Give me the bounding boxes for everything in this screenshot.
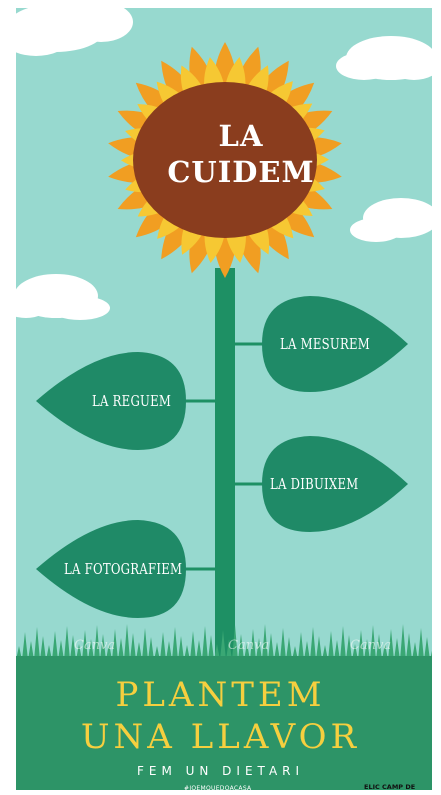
hashtag: #JOEMQUEDOACASA (184, 785, 252, 792)
cloud-group (16, 8, 432, 320)
grass (16, 624, 432, 790)
cloud-left (16, 274, 110, 320)
cloud-top-left (16, 8, 133, 56)
leaf-label-mesurem: LA MESUREM (280, 335, 371, 353)
center-title-line-2: CUIDEM (167, 155, 315, 189)
title-line-1: PLANTEM (115, 675, 326, 715)
leaf-label-reguem: LA REGUEM (92, 392, 172, 410)
leaf-reguem (36, 352, 186, 450)
sunflower-center-title: LA CUIDEM (152, 118, 330, 190)
cloud-right (336, 36, 432, 80)
leaf-label-dibuixem: LA DIBUIXEM (270, 475, 359, 493)
watermark-1: Canva (74, 638, 116, 653)
leaves (36, 296, 408, 618)
poster: LA CUIDEM LA MESUREM LA REGUEM LA DIBUIX… (16, 8, 432, 790)
leaf-label-fotografiem: LA FOTOGRAFIEM (64, 560, 183, 578)
credit-text: ELIC CAMP DE (364, 783, 416, 791)
center-title-line-1: LA (218, 119, 264, 153)
subtitle: FEM UN DIETARI (136, 764, 305, 778)
leaf-dibuixem (262, 436, 408, 532)
sunflower-head (108, 42, 342, 278)
watermark-3: Canva (350, 638, 392, 653)
watermark-2: Canva (228, 638, 270, 653)
stem (215, 268, 235, 688)
leaf-mesurem (262, 296, 408, 392)
leaf-fotografiem (36, 520, 186, 618)
sunflower-disc (133, 82, 317, 238)
cloud-mid-right (350, 198, 432, 242)
poster-art (16, 8, 432, 790)
title-line-2: UNA LLAVOR (80, 717, 361, 757)
